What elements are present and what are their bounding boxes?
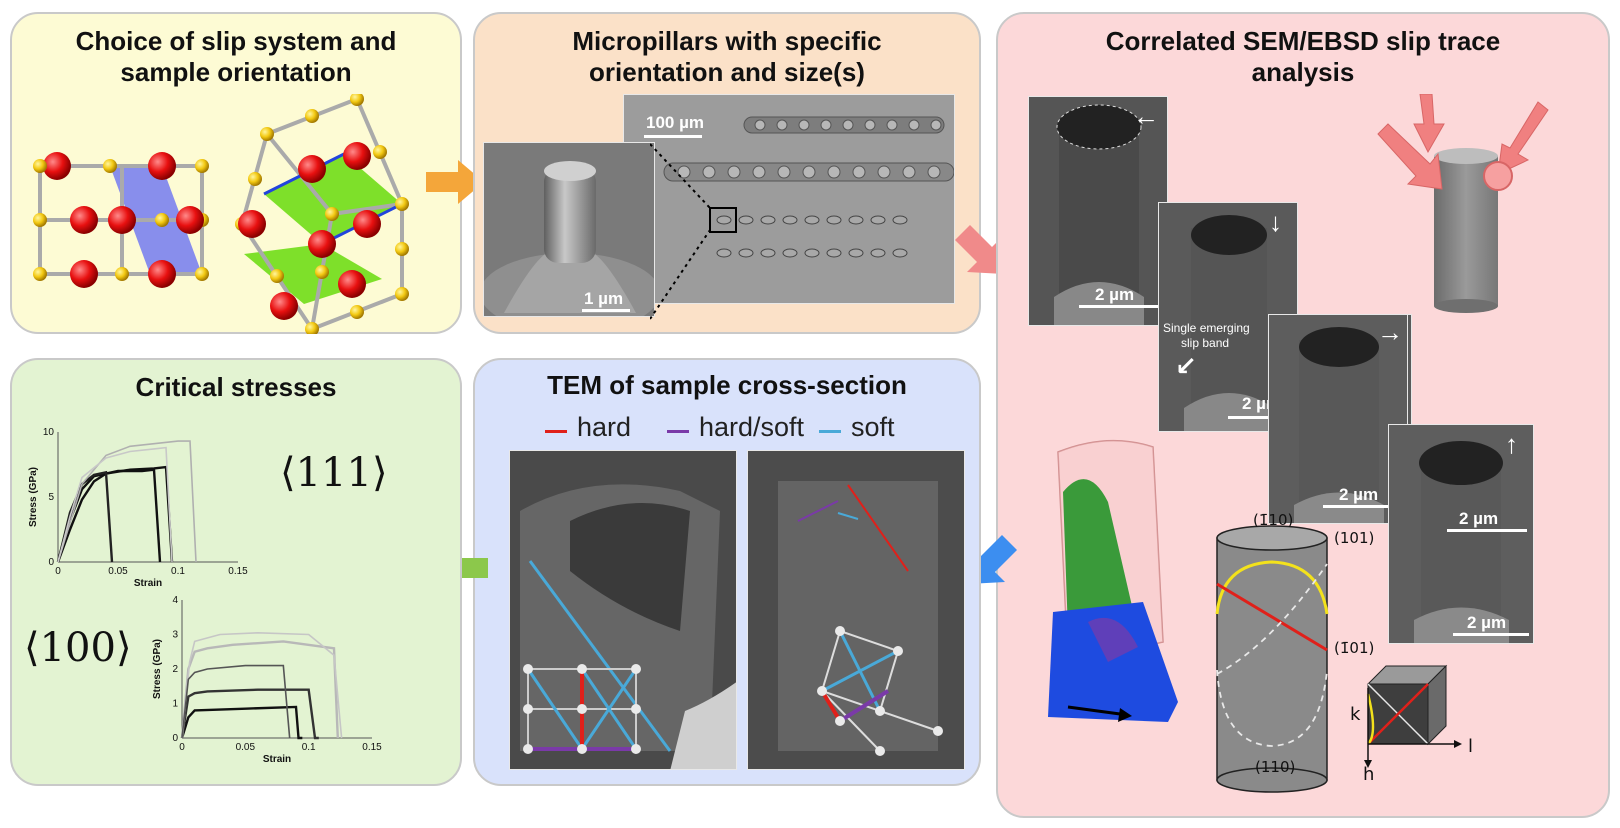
y-tick-label: 2 [172,664,178,675]
micropillars-title: Micropillars with specific orientation a… [572,26,882,87]
sem-ebsd-title: Correlated SEM/EBSD slip trace analysis [1105,26,1501,87]
x-tick-label: 0 [179,742,185,753]
cube-blue-slip-plane [33,152,209,288]
scale-bar [1079,305,1159,308]
y-tick-label: 0 [172,733,178,744]
series-line [57,446,173,563]
series-line [180,688,319,740]
scale-bar [1447,529,1527,532]
pillar-array-sem-image: 100 µm [623,94,955,304]
legend-soft-line [819,430,841,433]
ebsd-3d-reconstruction [1048,439,1178,722]
scale-bar [582,309,630,312]
slip-plane-cylinder-schematic [1215,525,1329,793]
scale-bar [1323,505,1403,508]
series-line [180,705,303,740]
x-tick-label: 0.05 [108,566,128,577]
y-tick-label: 1 [172,699,178,710]
arrow-right-orange [426,160,484,204]
slip-system-panel: Choice of slip system and sample orienta… [10,12,462,334]
scale-bar [644,135,702,138]
cube-green-slip-plane [235,94,409,334]
x-axis-label: Strain [134,578,162,589]
x-tick-label: 0.15 [362,742,382,753]
pillar-row [677,119,942,179]
y-tick-label: 5 [48,492,54,503]
direction-arrow-down-icon: ↓ [1269,207,1282,237]
zoom-box [709,207,737,233]
direction-arrow-right-icon: → [1377,317,1403,347]
orientation-cube [1364,664,1462,768]
y-tick-label: 10 [43,427,55,438]
pillar-cylinder-loading-arrows [1377,94,1549,313]
sem-pillar-image-5: ↑ 2 µm 2 µm [1388,424,1534,644]
slip-band-arrow-icon: ↙ [1175,351,1197,381]
micropillars-panel: Micropillars with specific orientation a… [473,12,981,334]
tem-panel: TEM of sample cross-section hard hard/so… [473,358,981,786]
series-line [56,470,114,563]
series-line [181,664,291,739]
slip-system-title: Choice of slip system and sample orienta… [75,26,397,87]
x-tick-label: 0.1 [171,566,185,577]
y-tick-label: 0 [48,557,54,568]
direction-arrow-up-icon: ↑ [1505,429,1518,459]
sem-pillar-image-4: → 2 µm [1268,314,1408,524]
tem-title: TEM of sample cross-section [547,370,907,400]
series-line [57,440,197,563]
legend-hard-line [545,430,567,433]
tem-image-left [509,450,737,770]
sem-ebsd-panel: Correlated SEM/EBSD slip trace analysis … [996,12,1610,818]
tem-image-right [747,450,965,770]
sem-pillar-image-1: ← 2 µm [1028,96,1168,326]
x-axis-label: Strain [263,754,291,765]
x-tick-label: 0.15 [228,566,248,577]
arrow-down-right-pink [955,225,1004,274]
y-tick-label: 4 [172,595,178,606]
x-tick-label: 0 [55,566,61,577]
x-tick-label: 0.05 [236,742,256,753]
orientation-label-100: ⟨100⟩ [24,625,132,671]
series-line [181,631,343,739]
crystal-lattice-diagrams [33,94,409,334]
x-tick-label: 0.1 [302,742,316,753]
scale-bar [1228,416,1298,419]
legend-hard-soft-line [667,430,689,433]
y-axis-label: Stress (GPa) [28,467,39,527]
direction-arrow-left-icon: ← [1133,101,1159,131]
critical-stresses-title: Critical stresses [135,372,337,402]
y-tick-label: 3 [172,630,178,641]
y-axis-label: Stress (GPa) [152,639,163,699]
zoom-connector-lines [650,143,711,320]
single-pillar-sem-image: 1 µm [483,142,655,317]
orientation-label-111: ⟨111⟩ [280,450,388,496]
scale-bar [1453,633,1529,636]
